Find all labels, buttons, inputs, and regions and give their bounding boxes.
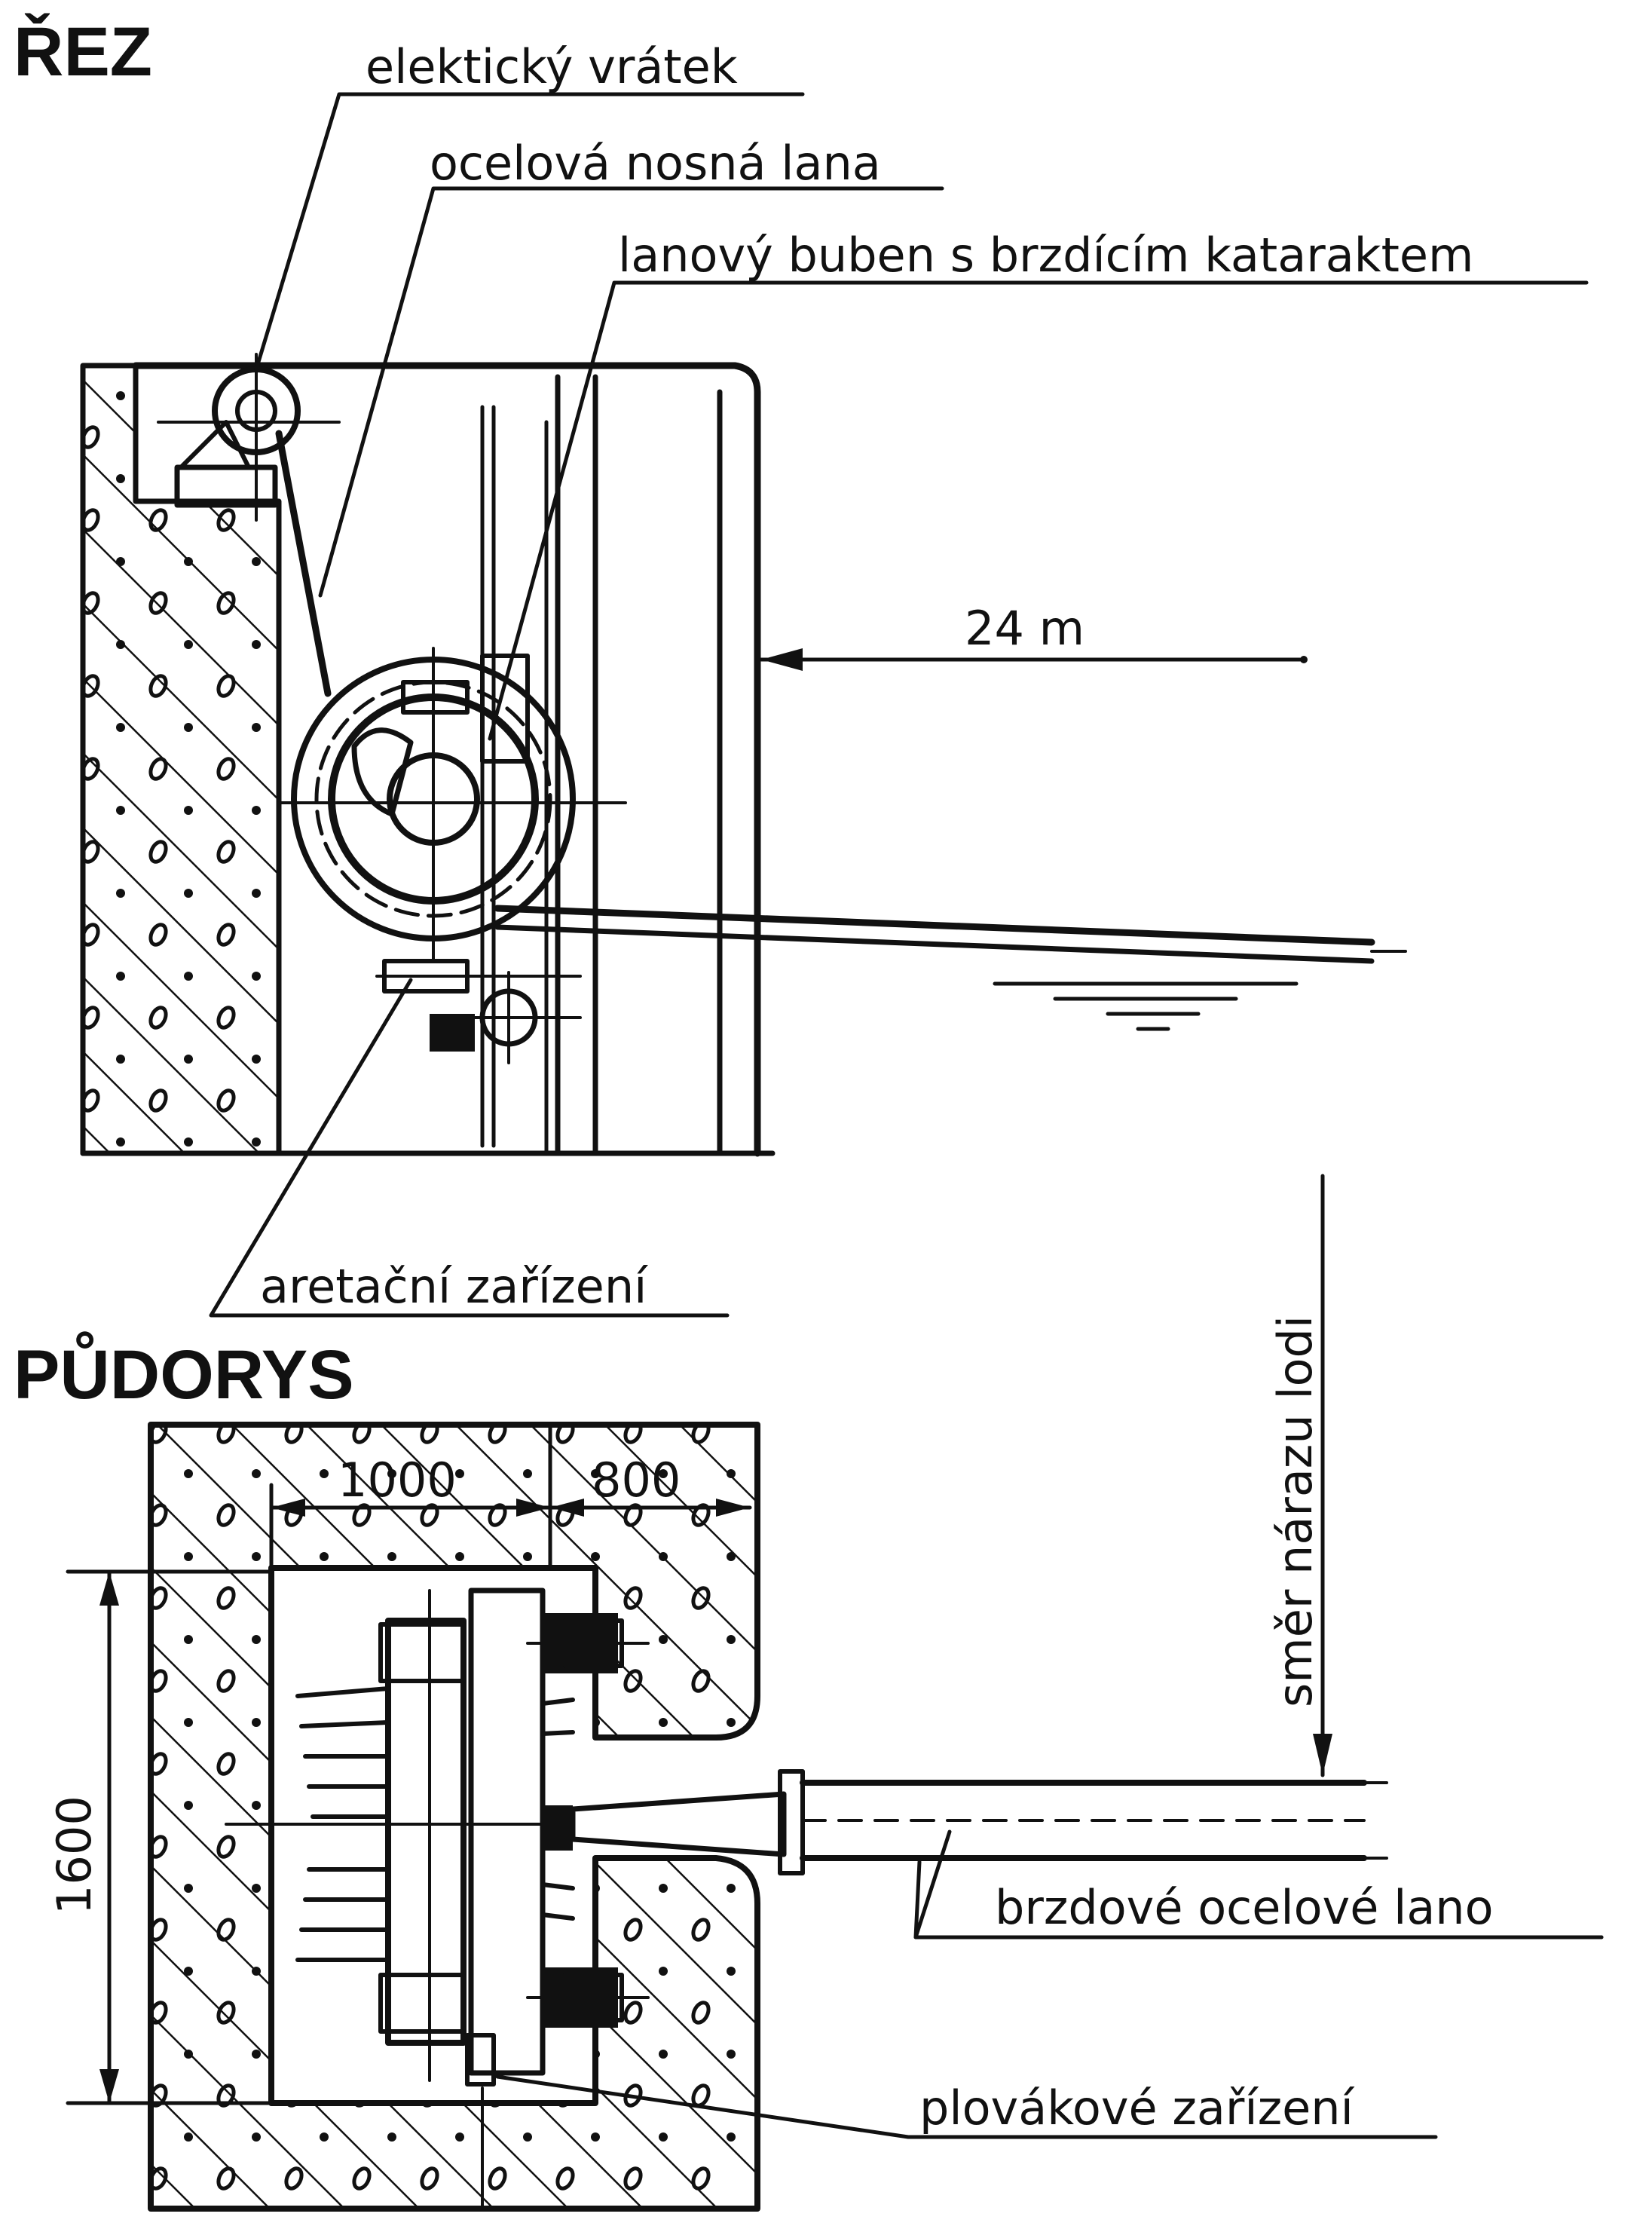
label-drum: lanový buben s brzdícím kataraktem xyxy=(618,228,1473,283)
label-locking: aretační zařízení xyxy=(260,1259,648,1314)
distance-label: 24 m xyxy=(965,601,1085,656)
plan-brackets xyxy=(526,1613,650,2028)
label-impact: směr nárazu lodi xyxy=(1268,1315,1323,1707)
plan-dimension-vertical xyxy=(66,1569,274,2105)
label-brake-cable: brzdové ocelové lano xyxy=(995,1880,1494,1935)
plan-brake-cable xyxy=(570,1769,1388,1875)
dimension-1000: 1000 xyxy=(338,1453,457,1508)
distance-arrow xyxy=(759,648,1308,671)
plan-view: 1000 800 1600 směr nárazu lodi brzdové o… xyxy=(47,1174,1604,2212)
float-device-icon xyxy=(465,2033,496,2210)
dimension-800: 800 xyxy=(592,1453,681,1508)
locking-device-icon xyxy=(375,959,582,1064)
cut-view: 24 m elektický vrátek ocelová nosná lana… xyxy=(80,39,1589,1318)
winch-icon xyxy=(157,353,341,697)
section-title-plan: PŮDORYS xyxy=(14,1330,354,1413)
impact-arrow xyxy=(1313,1174,1332,1777)
section-title-cut: ŘEZ xyxy=(14,13,152,90)
plan-concrete xyxy=(148,1422,760,2212)
plan-drum-icon xyxy=(225,1587,575,2082)
cut-brake-cable xyxy=(494,905,1407,964)
plan-dimension-horizontal xyxy=(269,1422,752,1570)
cut-leader-lines xyxy=(209,92,1589,1318)
label-winch: elektický vrátek xyxy=(366,39,738,94)
water-surface xyxy=(993,981,1299,1031)
dimension-1600: 1600 xyxy=(47,1796,102,1915)
label-float: plovákové zařízení xyxy=(919,2080,1355,2135)
label-cables: ocelová nosná lana xyxy=(430,136,881,191)
plan-leader-lines xyxy=(495,1829,1604,2139)
cut-concrete-wall xyxy=(80,363,776,1156)
drum-icon xyxy=(277,647,627,963)
